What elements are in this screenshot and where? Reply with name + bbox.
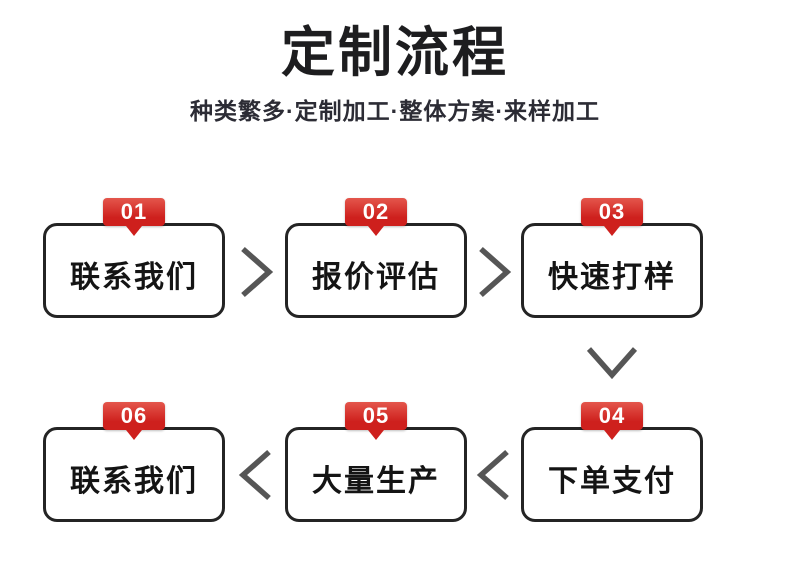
- step-number: 06: [120, 403, 148, 428]
- step-04-number-badge: 04: [581, 402, 643, 440]
- step-04: 04 下单支付: [521, 402, 703, 522]
- step-04-card: 下单支付: [521, 427, 703, 522]
- step-label: 报价评估: [312, 260, 440, 294]
- step-01-number-badge: 01: [103, 198, 165, 236]
- step-label: 联系我们: [70, 464, 198, 498]
- chevron-right-stroke: [479, 246, 512, 298]
- step-02: 02 报价评估: [285, 198, 467, 318]
- badge-pointer: [126, 430, 142, 440]
- page-subtitle: 种类繁多·定制加工·整体方案·来样加工: [190, 98, 600, 124]
- step-03-card: 快速打样: [521, 223, 703, 318]
- badge-pointer: [604, 226, 620, 236]
- step-05-number-badge: 05: [345, 402, 407, 440]
- step-06-number-badge: 06: [103, 402, 165, 440]
- step-01-card: 联系我们: [43, 223, 225, 318]
- step-01: 01 联系我们: [43, 198, 225, 318]
- chevron-right-icon: [479, 246, 512, 298]
- step-06-card: 联系我们: [43, 427, 225, 522]
- chevron-down-icon: [586, 347, 638, 380]
- chevron-left-stroke: [476, 449, 509, 501]
- chevron-right-stroke: [241, 246, 274, 298]
- step-number: 04: [598, 403, 626, 428]
- page-title: 定制流程: [281, 23, 509, 83]
- step-label: 下单支付: [548, 464, 676, 498]
- step-number: 01: [120, 199, 148, 224]
- step-05-card: 大量生产: [285, 427, 467, 522]
- chevron-left-stroke: [238, 449, 271, 501]
- badge-pointer: [368, 226, 384, 236]
- step-02-number-badge: 02: [345, 198, 407, 236]
- chevron-down-stroke: [586, 347, 638, 380]
- chevron-left-icon: [238, 449, 271, 501]
- step-06: 06 联系我们: [43, 402, 225, 522]
- step-label: 快速打样: [548, 260, 676, 294]
- step-label: 联系我们: [70, 260, 198, 294]
- badge-pointer: [604, 430, 620, 440]
- step-number: 03: [598, 199, 626, 224]
- chevron-right-icon: [241, 246, 274, 298]
- step-03: 03 快速打样: [521, 198, 703, 318]
- badge-pointer: [368, 430, 384, 440]
- chevron-left-icon: [476, 449, 509, 501]
- step-number: 02: [362, 199, 390, 224]
- step-label: 大量生产: [312, 464, 440, 498]
- step-03-number-badge: 03: [581, 198, 643, 236]
- badge-pointer: [126, 226, 142, 236]
- step-02-card: 报价评估: [285, 223, 467, 318]
- step-number: 05: [362, 403, 390, 428]
- step-05: 05 大量生产: [285, 402, 467, 522]
